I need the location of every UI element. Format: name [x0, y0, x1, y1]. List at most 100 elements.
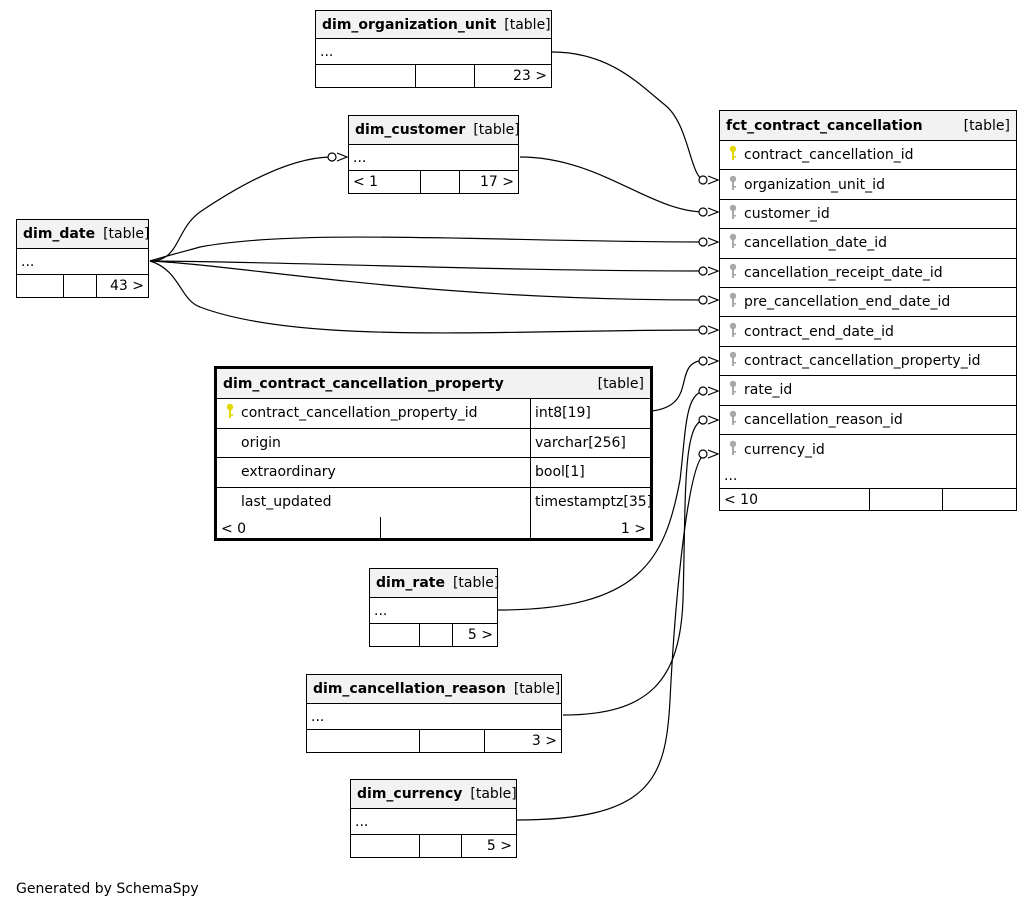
table-name: dim_date [23, 226, 96, 242]
foreign-key-icon [728, 351, 740, 371]
foreign-key-icon [728, 292, 740, 312]
column-row[interactable]: rate_id [720, 376, 1016, 406]
column-type: varchar[256] [530, 428, 650, 457]
edge-currency [515, 453, 706, 821]
column-name-cell: origin [217, 429, 530, 458]
parents-count[interactable]: < 10 [724, 492, 758, 509]
column-row[interactable]: cancellation_reason_id [720, 406, 1016, 435]
table-name: dim_currency [357, 786, 463, 802]
column-row[interactable]: cancellation_receipt_date_id [720, 259, 1016, 288]
table-kind: [table] [470, 786, 517, 802]
edge-rate [497, 390, 706, 611]
children-count [942, 489, 1016, 512]
generated-by-footer: Generated by SchemaSpy [16, 881, 199, 897]
edge-date-cancellation-date [149, 236, 706, 262]
parents-count[interactable]: < 1 [353, 174, 379, 190]
ellipsis-row: ... [311, 708, 325, 725]
table-kind: [table] [504, 16, 551, 33]
empty-cell [420, 171, 459, 193]
foreign-key-icon [728, 322, 740, 342]
ellipsis-row: ... [320, 43, 334, 60]
table-kind: [table] [473, 122, 520, 138]
foreign-key-icon [728, 410, 740, 430]
foreign-key-icon [728, 440, 740, 460]
children-count[interactable]: 23 > [474, 65, 551, 87]
table-header: fct_contract_cancellation [table] [720, 111, 1016, 141]
table-name: dim_rate [376, 575, 445, 591]
primary-key-icon [225, 403, 237, 423]
edge-property [651, 359, 706, 412]
column-row[interactable]: cancellation_date_id [720, 229, 1016, 259]
column-row[interactable]: contract_end_date_id [720, 317, 1016, 347]
column-name-cell: currency_id [720, 435, 1016, 464]
edge-date-receipt-date [149, 260, 706, 272]
foreign-key-icon [728, 204, 740, 224]
column-name: rate_id [744, 382, 793, 399]
foreign-key-icon [728, 175, 740, 195]
edge-reason [562, 419, 706, 716]
children-count[interactable]: 17 > [459, 171, 518, 193]
column-row[interactable]: customer_id [720, 200, 1016, 230]
table-header: dim_organization_unit [table] [316, 11, 551, 39]
column-name: contract_cancellation_id [744, 147, 914, 164]
column-name: cancellation_reason_id [744, 411, 903, 428]
column-type: bool[1] [530, 458, 650, 487]
table-header: dim_customer [table] [349, 116, 520, 145]
column-name: currency_id [744, 441, 825, 458]
foreign-key-icon [728, 263, 740, 283]
table-dim-currency[interactable]: dim_currency [table] ... 5 > [350, 779, 517, 858]
children-count[interactable]: 5 > [461, 835, 516, 857]
column-name: cancellation_receipt_date_id [744, 264, 943, 281]
children-count[interactable]: 3 > [484, 730, 561, 752]
empty-cell [869, 489, 942, 512]
column-name-cell: organization_unit_id [720, 170, 1016, 198]
edge-customer [519, 156, 706, 213]
column-row[interactable]: contract_cancellation_property_id [720, 347, 1016, 377]
table-kind: [table] [103, 226, 150, 242]
column-row[interactable]: organization_unit_id [720, 170, 1016, 200]
table-dim-contract-cancellation-property[interactable]: dim_contract_cancellation_property [tabl… [214, 366, 653, 541]
column-name-cell: contract_cancellation_property_id [217, 399, 530, 428]
column-name: organization_unit_id [744, 176, 885, 193]
column-row[interactable]: contract_cancellation_id [720, 141, 1016, 171]
table-dim-customer[interactable]: dim_customer [table] ... < 1 17 > [348, 115, 520, 194]
column-name: pre_cancellation_end_date_id [744, 294, 951, 311]
parents-count [17, 275, 63, 297]
column-name-cell: last_updated [217, 488, 530, 518]
table-name: dim_contract_cancellation_property [223, 375, 504, 392]
column-row[interactable]: currency_id [720, 435, 1016, 464]
table-name: dim_cancellation_reason [313, 681, 506, 697]
table-header: dim_contract_cancellation_property [tabl… [217, 369, 650, 399]
table-kind: [table] [597, 375, 644, 392]
children-count[interactable]: 43 > [96, 275, 148, 297]
column-name-cell: cancellation_receipt_date_id [720, 259, 1016, 287]
children-count[interactable]: 1 > [530, 517, 650, 540]
table-kind: [table] [513, 681, 561, 697]
ellipsis-row: ... [374, 602, 388, 619]
column-name-cell: extraordinary [217, 458, 530, 487]
column-name-cell: customer_id [720, 200, 1016, 228]
table-dim-rate[interactable]: dim_rate [table] ... 5 > [369, 568, 499, 647]
column-name-cell: rate_id [720, 376, 1016, 404]
table-dim-date[interactable]: dim_date [table] ... 43 > [16, 219, 149, 298]
table-fct-contract-cancellation[interactable]: fct_contract_cancellation [table] contra… [719, 110, 1017, 512]
ellipsis-row: ... [355, 813, 369, 830]
table-kind: [table] [963, 117, 1010, 134]
column-row[interactable]: pre_cancellation_end_date_id [720, 288, 1016, 318]
children-count[interactable]: 5 > [452, 624, 497, 646]
edge-date-customer [149, 156, 333, 262]
table-dim-organization-unit[interactable]: dim_organization_unit [table] ... 23 > [315, 10, 552, 88]
column-name: contract_cancellation_property_id [241, 405, 478, 422]
column-name: contract_end_date_id [744, 323, 894, 340]
foreign-key-icon [728, 380, 740, 400]
column-name-cell: cancellation_date_id [720, 229, 1016, 257]
table-header: dim_rate [table] [370, 569, 499, 598]
table-dim-cancellation-reason[interactable]: dim_cancellation_reason [table] ... 3 > [306, 674, 562, 753]
column-name-cell: contract_cancellation_id [720, 141, 1016, 169]
column-name: last_updated [241, 494, 332, 511]
